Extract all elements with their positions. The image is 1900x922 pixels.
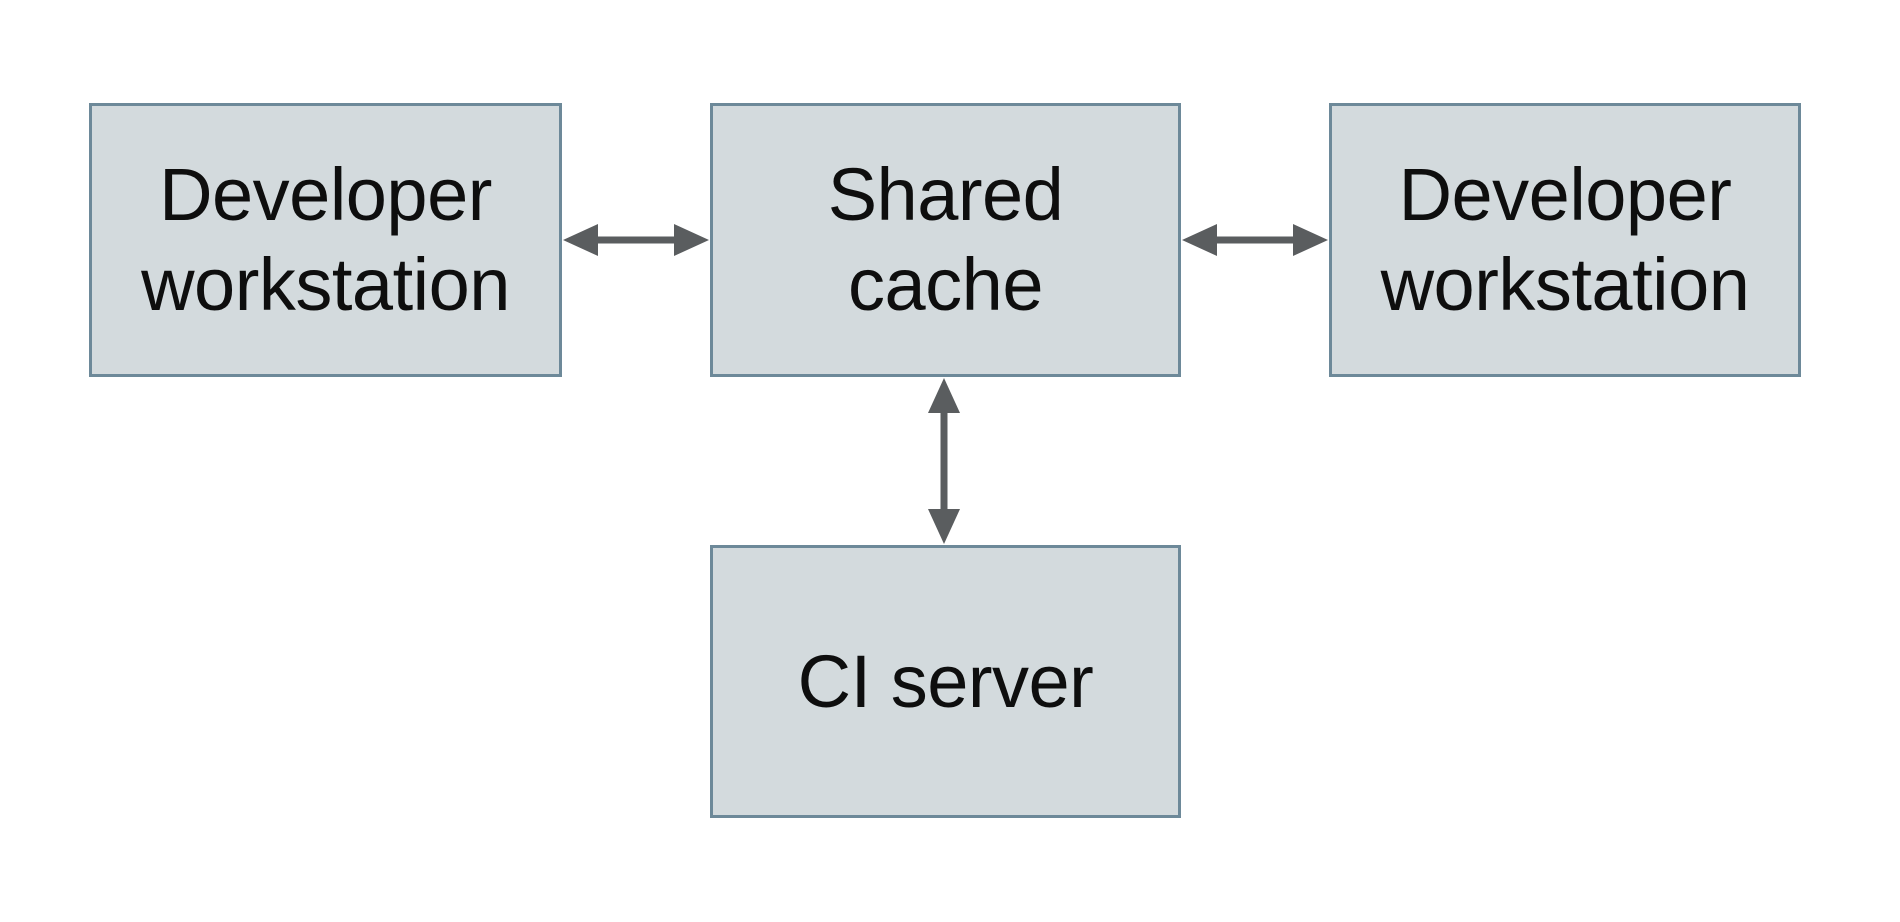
node-label-developer-workstation-right: Developer workstation xyxy=(1380,153,1750,326)
node-developer-workstation-right: Developer workstation xyxy=(1329,103,1801,377)
node-ci-server: CI server xyxy=(710,545,1181,818)
double-arrow-icon-dev-left-shared-cache xyxy=(563,224,709,256)
node-label-ci-server: CI server xyxy=(797,639,1094,723)
double-arrow-icon-shared-cache-dev-right xyxy=(1182,224,1328,256)
node-label-developer-workstation-left: Developer workstation xyxy=(141,153,510,326)
node-label-shared-cache: Shared cache xyxy=(827,153,1064,326)
node-shared-cache: Shared cache xyxy=(710,103,1181,377)
double-arrow-icon-shared-cache-ci-server xyxy=(928,378,960,544)
node-developer-workstation-left: Developer workstation xyxy=(89,103,562,377)
